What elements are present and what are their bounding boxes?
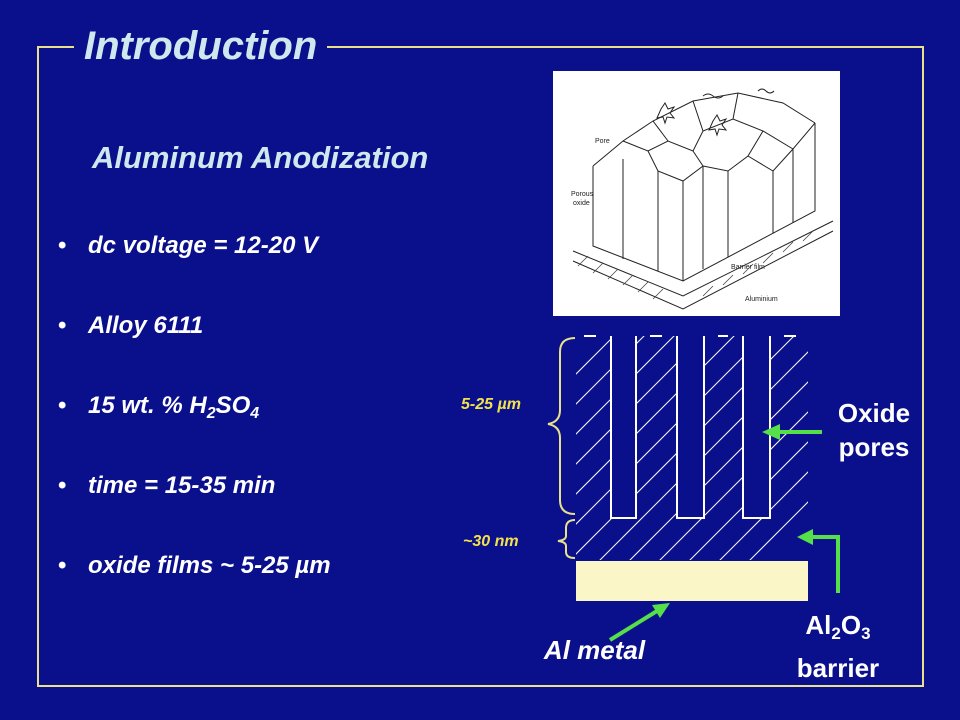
barrier-formula: Al2O3 (805, 610, 871, 643)
pore-star-icon (656, 102, 676, 125)
hatch (782, 241, 794, 253)
arrow-head-icon (762, 424, 780, 440)
barrier-line (572, 220, 834, 297)
label-oxide: oxide (573, 200, 590, 207)
hatch (652, 288, 664, 300)
barrier-label: Al2O3 barrier (778, 608, 898, 685)
thickness-brace (547, 337, 576, 515)
pore-star-icon (708, 114, 728, 137)
bullet-item-acid: •15 wt. % H2SO4 (58, 386, 331, 466)
pore-mark (757, 88, 775, 94)
hatch (592, 262, 604, 274)
al-metal-arrow (608, 609, 659, 642)
barrier-arrow (812, 535, 840, 593)
hatch (722, 274, 734, 286)
al-metal-label: Al metal (543, 635, 646, 665)
slide-frame (37, 46, 924, 687)
label-porous: Porous (571, 191, 594, 198)
hatch (577, 255, 589, 267)
hatch (762, 252, 774, 264)
oxide-pores-label: Oxide pores (837, 398, 911, 462)
hatch (607, 268, 619, 280)
arrow-head-icon (652, 603, 670, 618)
slide-title: Introduction (74, 20, 328, 72)
bullet-item-alloy: •Alloy 6111 (58, 306, 331, 386)
barrier-brace (557, 519, 576, 559)
label-aluminium: Aluminium (745, 296, 778, 303)
pore-structure-drawing: Pore Porous oxide Barrier film Aluminium (571, 88, 834, 310)
bullet-dot-icon: • (58, 472, 67, 499)
hatch (742, 263, 754, 275)
bullet-item-time: •time = 15-35 min (58, 466, 331, 546)
bullet-item-voltage: •dc voltage = 12-20 V (58, 226, 331, 306)
arrow-head-icon (797, 529, 813, 545)
pore-channel (742, 336, 771, 519)
thickness-label: 5-25 µm (461, 396, 521, 413)
barrier-thickness-label: ~30 nm (463, 533, 519, 550)
hatch (622, 274, 634, 286)
cell-outline (702, 130, 764, 172)
label-pore: Pore (595, 138, 610, 145)
bullet-dot-icon: • (58, 232, 67, 259)
cell-outline (692, 100, 704, 132)
pore-channel (610, 336, 637, 519)
pore-channel (676, 336, 705, 519)
hatch (637, 281, 649, 293)
label-barrier-film: Barrier film (731, 264, 765, 271)
hatch (802, 230, 814, 242)
bullet-dot-icon: • (58, 312, 67, 339)
pore-structure-micrograph: Pore Porous oxide Barrier film Aluminium (553, 71, 840, 316)
slide-subtitle: Aluminum Anodization (92, 140, 429, 175)
al-metal-block (576, 561, 808, 601)
cell-outline (732, 92, 739, 120)
bullet-dot-icon: • (58, 392, 67, 419)
bullet-item-films: •oxide films ~ 5-25 µm (58, 546, 331, 626)
bullet-list: •dc voltage = 12-20 V •Alloy 6111 •15 wt… (58, 226, 331, 626)
hatch (702, 285, 714, 297)
pore-mark (702, 93, 724, 99)
cell-outline (652, 120, 669, 142)
bullet-dot-icon: • (58, 552, 67, 579)
